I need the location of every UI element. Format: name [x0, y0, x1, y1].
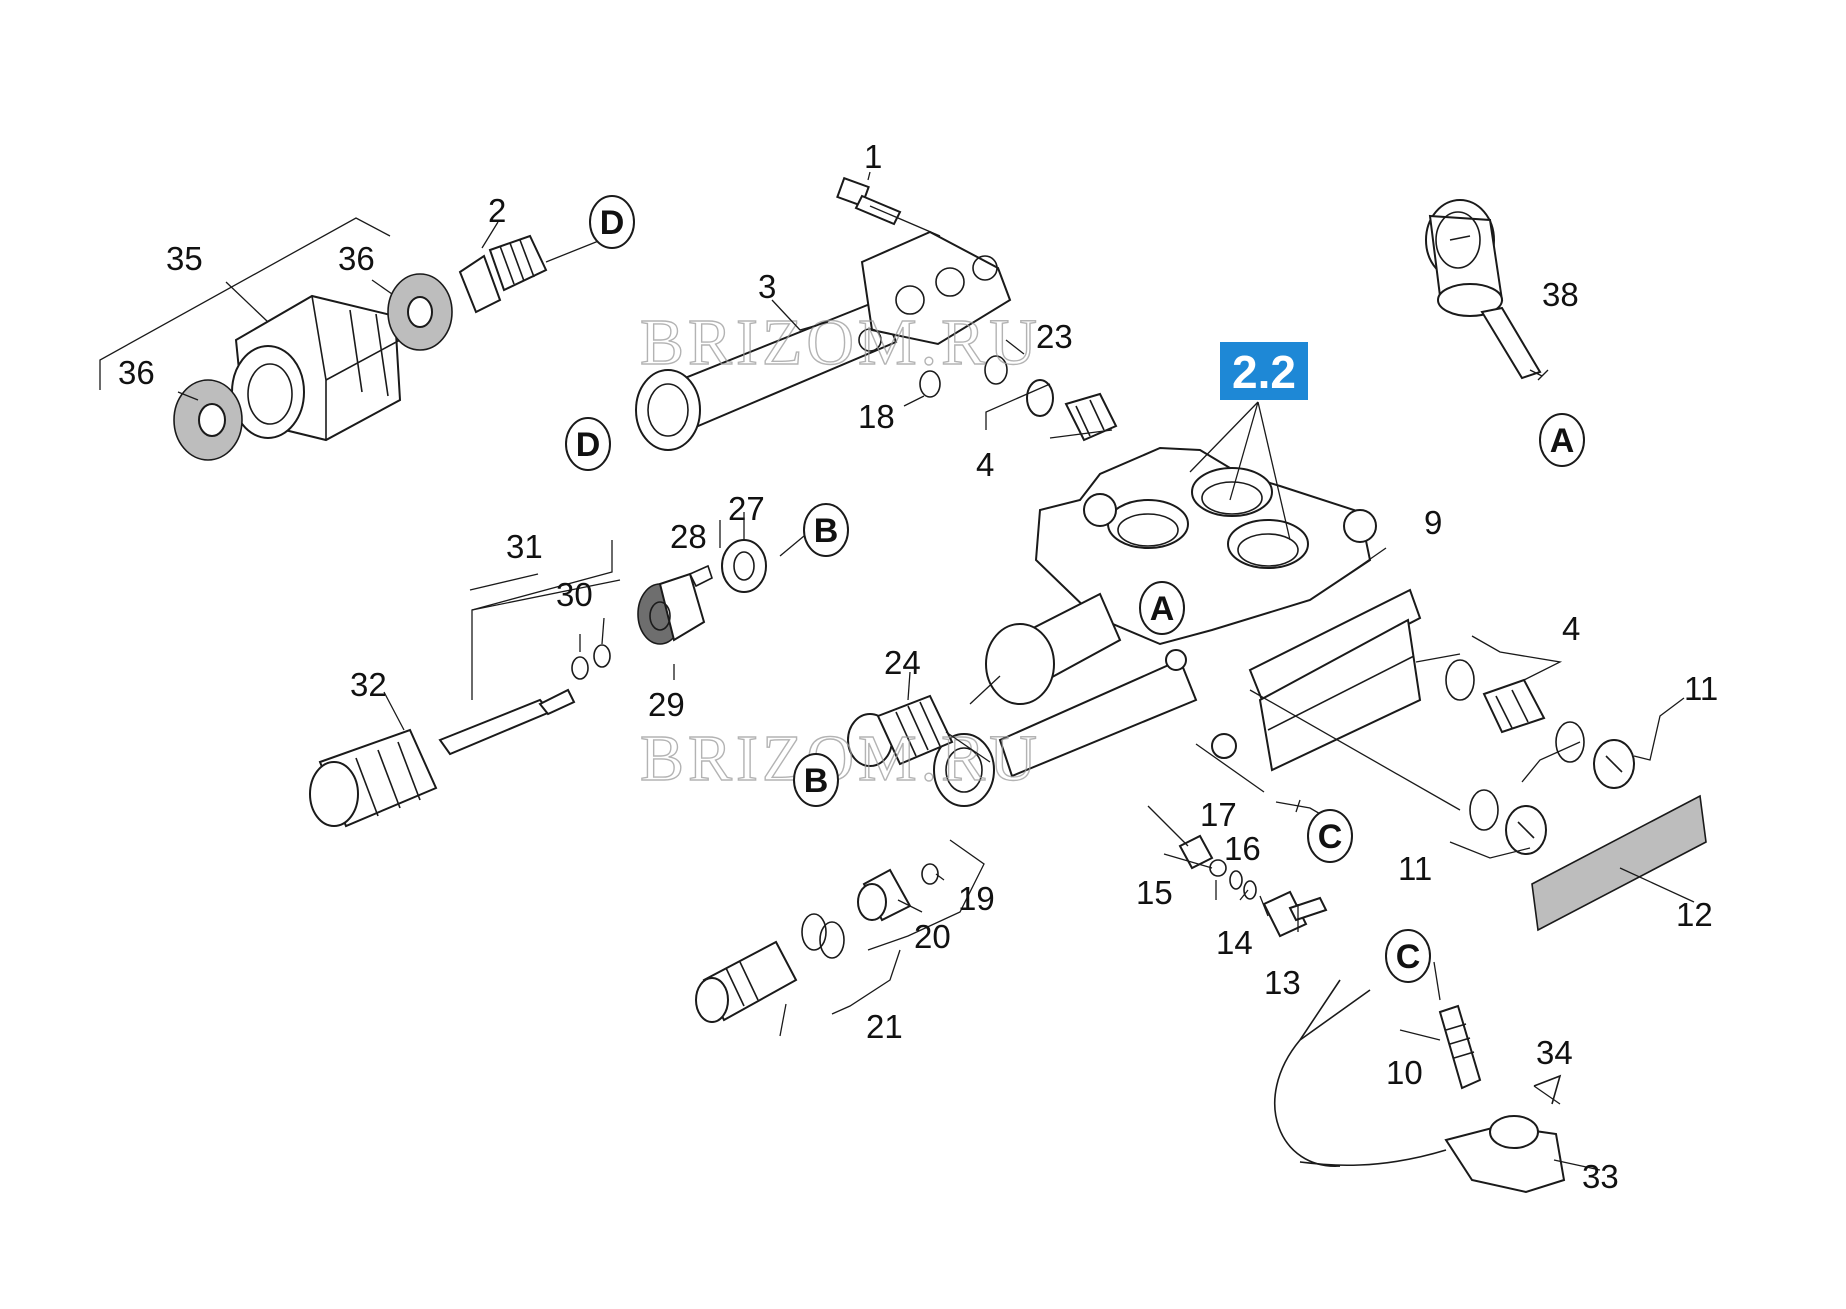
- label-33: 33: [1582, 1158, 1619, 1195]
- label-23: 23: [1036, 318, 1073, 355]
- part-38-pressure-gauge: [1425, 199, 1542, 380]
- part-24-spring-valve: [847, 694, 954, 767]
- label-21: 21: [866, 1008, 903, 1045]
- svg-text:C: C: [1318, 818, 1343, 856]
- label-4-right: 4: [1562, 610, 1580, 647]
- label-3: 3: [758, 268, 776, 305]
- label-10: 10: [1386, 1054, 1423, 1091]
- part-11-plug-lower: [1469, 789, 1547, 855]
- label-31: 31: [506, 528, 543, 565]
- part-13-sensor: [1262, 890, 1328, 938]
- connector-ref-c-head: C: [1307, 809, 1353, 863]
- connector-ref-c-switch: C: [1385, 929, 1431, 983]
- label-15: 15: [1136, 874, 1173, 911]
- part-33-micro-switch: [1274, 979, 1566, 1194]
- label-13: 13: [1264, 964, 1301, 1001]
- part-4-valve-right: [1445, 659, 1546, 734]
- part-35-coupling-nut: [231, 294, 402, 442]
- part-28-pin: [688, 564, 713, 588]
- part-36-washer-right: [387, 273, 453, 351]
- label-11-upper: 11: [1684, 670, 1718, 707]
- part-29-valve-seat: [637, 572, 706, 645]
- label-1: 1: [864, 138, 882, 175]
- svg-text:A: A: [1150, 590, 1175, 628]
- label-36-upper: 36: [338, 240, 375, 277]
- label-27: 27: [728, 490, 765, 527]
- svg-text:D: D: [600, 204, 625, 242]
- connector-ref-a-gauge: A: [1539, 413, 1585, 467]
- label-30: 30: [556, 576, 593, 613]
- label-34: 34: [1536, 1034, 1573, 1071]
- svg-text:D: D: [576, 426, 601, 464]
- svg-text:C: C: [1396, 938, 1421, 976]
- part-16-o-ring: [1229, 870, 1257, 900]
- part-32-control-knob: [309, 728, 438, 828]
- part-2-inlet-strainer: [458, 234, 548, 314]
- part-20-valve: [857, 868, 912, 922]
- connector-ref-b-left: B: [793, 753, 839, 807]
- leader-lines: [99, 171, 1695, 1171]
- label-16: 16: [1224, 830, 1261, 867]
- label-20: 20: [914, 918, 951, 955]
- watermark-lower: BRIZOM.RU: [640, 722, 1041, 795]
- svg-text:A: A: [1550, 422, 1575, 460]
- label-2: 2: [488, 192, 506, 229]
- part-10-switch-piston: [1438, 1004, 1482, 1090]
- label-11-lower: 11: [1398, 850, 1432, 887]
- part-21-valve-piston: [695, 913, 845, 1023]
- watermark-upper: BRIZOM.RU: [640, 306, 1041, 379]
- part-12-cover-plate: [1531, 794, 1707, 932]
- label-28: 28: [670, 518, 707, 555]
- part-18-o-ring: [919, 370, 941, 398]
- connector-ref-b-right: B: [803, 503, 849, 557]
- part-9-pump-head: [933, 446, 1422, 807]
- part-4-valve-upper: [1064, 392, 1118, 442]
- part-number-labels: 1 2 3 4 4 9 10 11 11 12 13 14 15 16 17 1…: [118, 138, 1718, 1195]
- label-12: 12: [1676, 896, 1713, 933]
- part-27-washer: [721, 539, 767, 593]
- assembly-label-2-2[interactable]: 2.2: [1220, 342, 1308, 400]
- label-38: 38: [1542, 276, 1579, 313]
- part-1-screw: [836, 176, 902, 226]
- part-19-o-ring: [921, 863, 939, 885]
- part-36-washer-left: [173, 379, 243, 461]
- connector-ref-a-head: A: [1139, 581, 1185, 635]
- label-19: 19: [958, 880, 995, 917]
- label-24: 24: [884, 644, 921, 681]
- part-23-o-ring: [984, 355, 1054, 417]
- part-11-plug-upper: [1555, 721, 1635, 789]
- label-9: 9: [1424, 504, 1442, 541]
- label-36-lower: 36: [118, 354, 155, 391]
- svg-text:B: B: [814, 512, 839, 550]
- connector-ref-d-bottom: D: [565, 417, 611, 471]
- part-30-o-ring: [571, 644, 611, 680]
- part-34-cover: [1533, 1074, 1562, 1105]
- label-32: 32: [350, 666, 387, 703]
- label-14: 14: [1216, 924, 1253, 961]
- label-4-upper: 4: [976, 446, 994, 483]
- label-29: 29: [648, 686, 685, 723]
- svg-text:B: B: [804, 762, 829, 800]
- part-31-control-shaft: [438, 688, 576, 756]
- label-18: 18: [858, 398, 895, 435]
- connector-ref-d-top: D: [589, 195, 635, 249]
- svg-text:2.2: 2.2: [1232, 346, 1296, 398]
- label-35: 35: [166, 240, 203, 277]
- part-3-inlet-housing: [635, 230, 1012, 451]
- label-17: 17: [1200, 796, 1237, 833]
